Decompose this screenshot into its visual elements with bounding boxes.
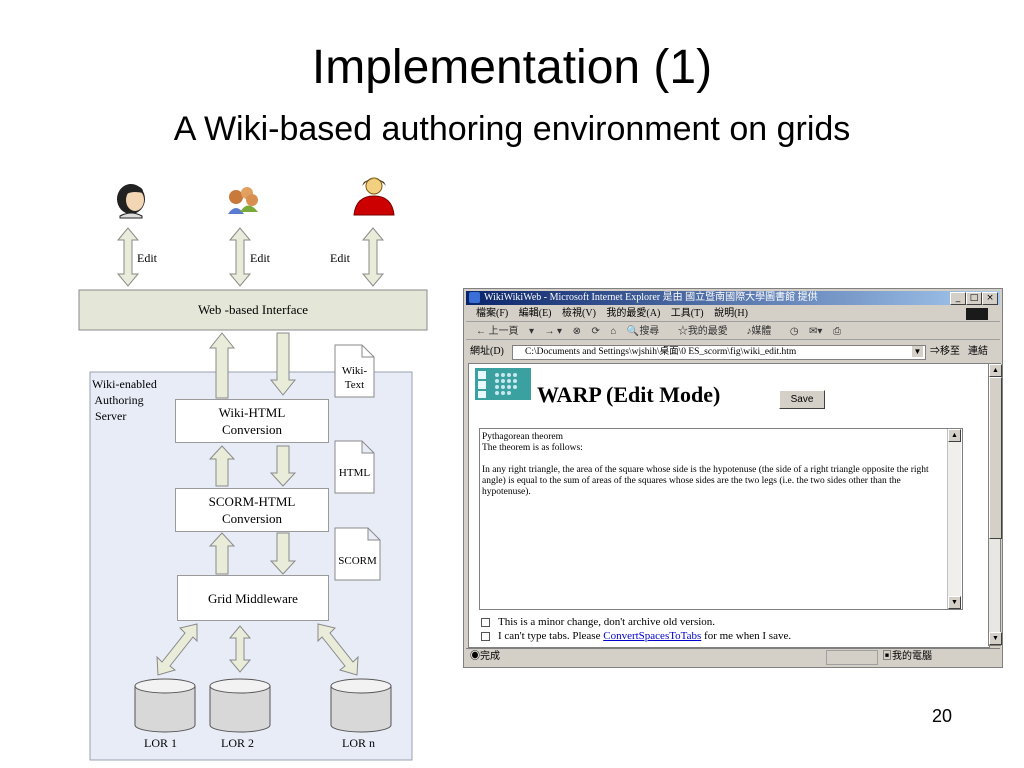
menu-favorites[interactable]: 我的最愛(A) xyxy=(606,308,661,319)
doc-wiki-text-shape xyxy=(334,344,375,398)
address-label: 網址(D) xyxy=(470,346,504,357)
status-bar: ◉完成 ▣我的電腦 xyxy=(466,648,1000,665)
edit-arrow-1 xyxy=(116,227,140,287)
page-heading: WARP (Edit Mode) xyxy=(537,382,721,407)
edit-label-3: Edit xyxy=(330,251,350,265)
lor-n-label: LOR n xyxy=(342,736,375,750)
scroll-down-icon[interactable]: ▼ xyxy=(989,632,1002,645)
edit-arrow-2 xyxy=(228,227,252,287)
menu-help[interactable]: 說明(H) xyxy=(714,308,748,319)
textarea-scroll-up-icon[interactable]: ▲ xyxy=(948,429,961,442)
doc-scorm-shape xyxy=(334,527,381,581)
user-man-red-icon xyxy=(353,177,395,216)
go-button[interactable]: ⇒移至 xyxy=(930,346,960,357)
arrow-up-3 xyxy=(208,532,236,575)
print-icon[interactable]: ⎙ xyxy=(832,326,841,337)
arrow-lor-2 xyxy=(228,625,252,673)
slide-subtitle: A Wiki-based authoring environment on gr… xyxy=(173,110,851,148)
back-button[interactable]: ← 上一頁 ▾ xyxy=(476,326,535,337)
close-button[interactable]: × xyxy=(982,292,998,305)
user-woman-icon xyxy=(117,184,145,219)
doc-wiki-text-label: Wiki-Text xyxy=(341,365,368,391)
web-interface-label: Web -based Interface xyxy=(197,302,309,317)
edit-arrow-3 xyxy=(361,227,385,287)
arrow-down-2 xyxy=(269,445,297,487)
windows-logo-icon xyxy=(966,308,988,320)
media-button[interactable]: ♪媒體 xyxy=(746,326,772,337)
edit-textarea[interactable]: Pythagorean theorem The theorem is as fo… xyxy=(479,428,963,610)
arrow-up-1 xyxy=(208,332,236,399)
checkbox-icon[interactable] xyxy=(481,631,490,641)
page-content: WARP (Edit Mode) Save Pythagorean theore… xyxy=(468,363,990,648)
address-input[interactable]: C:\Documents and Settings\wjshih\桌面\0 ES… xyxy=(512,345,926,360)
warp-logo-icon xyxy=(475,368,531,400)
lor-1-label: LOR 1 xyxy=(144,736,177,750)
arrow-down-1 xyxy=(269,332,297,396)
web-interface-box xyxy=(78,289,428,331)
address-dropdown-icon[interactable]: ▼ xyxy=(912,346,923,357)
scroll-up-icon[interactable]: ▲ xyxy=(989,364,1002,377)
window-title: WikiWikiWeb - Microsoft Internet Explore… xyxy=(484,292,818,303)
home-icon[interactable]: ⌂ xyxy=(610,326,617,337)
edit-label-1: Edit xyxy=(137,251,157,265)
zone-label: ▣我的電腦 xyxy=(882,651,932,662)
architecture-diagram xyxy=(78,177,428,761)
forward-button[interactable]: → ▾ xyxy=(544,326,563,337)
arrow-down-3 xyxy=(269,532,297,575)
status-text: ◉完成 xyxy=(470,651,500,662)
search-button[interactable]: 🔍搜尋 xyxy=(626,326,660,337)
doc-html-label: HTML xyxy=(338,467,371,479)
toolbar: ← 上一頁 ▾ → ▾ ⊗ ⟳ ⌂ 🔍搜尋 ☆我的最愛 ♪媒體 ◷ ✉▾ ⎙ xyxy=(466,325,1000,340)
browser-titlebar: WikiWikiWeb - Microsoft Internet Explore… xyxy=(466,291,1000,305)
lor-n-cylinder xyxy=(330,678,392,733)
menu-file[interactable]: 檔案(F) xyxy=(476,308,509,319)
links-label[interactable]: 連結 xyxy=(968,346,988,357)
menu-tools[interactable]: 工具(T) xyxy=(670,308,704,319)
refresh-icon[interactable]: ⟳ xyxy=(591,326,600,337)
scroll-thumb[interactable] xyxy=(989,377,1002,539)
minimize-button[interactable]: _ xyxy=(950,292,966,305)
menu-bar: 檔案(F) 編輯(E) 檢視(V) 我的最愛(A) 工具(T) 說明(H) xyxy=(466,307,1000,322)
history-icon[interactable]: ◷ xyxy=(789,326,799,337)
slide-title: Implementation (1) xyxy=(311,41,713,94)
stop-icon[interactable]: ⊗ xyxy=(572,326,581,337)
menu-view[interactable]: 檢視(V) xyxy=(562,308,596,319)
page-number: 20 xyxy=(932,706,953,726)
save-button[interactable]: Save xyxy=(779,390,825,409)
arrow-up-2 xyxy=(208,445,236,487)
textarea-scroll-down-icon[interactable]: ▼ xyxy=(948,596,961,609)
edit-label-2: Edit xyxy=(250,251,270,265)
doc-html-shape xyxy=(334,440,375,494)
status-pane xyxy=(826,650,878,665)
maximize-button[interactable]: □ xyxy=(966,292,982,305)
doc-scorm-label: SCORM xyxy=(338,555,377,567)
server-label: Wiki-enabled Authoring Server xyxy=(92,377,157,423)
menu-edit[interactable]: 編輯(E) xyxy=(518,308,552,319)
checkbox-icon[interactable] xyxy=(481,617,490,627)
convert-tabs-checkbox[interactable]: I can't type tabs. Please ConvertSpacesT… xyxy=(481,630,791,643)
lor-2-label: LOR 2 xyxy=(221,736,254,750)
arrow-lor-1 xyxy=(156,623,198,676)
lor-1-cylinder xyxy=(134,678,196,733)
browser-window: WikiWikiWeb - Microsoft Internet Explore… xyxy=(463,288,1003,668)
lor-2-cylinder xyxy=(209,678,271,733)
user-group-icon xyxy=(228,187,258,214)
address-bar: 網址(D) C:\Documents and Settings\wjshih\桌… xyxy=(466,345,1000,360)
mail-icon[interactable]: ✉▾ xyxy=(809,326,823,337)
page-scrollbar[interactable]: ▲ ▼ xyxy=(988,363,1002,646)
textarea-scrollbar[interactable]: ▲ ▼ xyxy=(947,429,961,609)
ie-icon xyxy=(469,292,480,303)
grid-middleware-box: Grid Middleware xyxy=(177,575,329,621)
convert-spaces-link[interactable]: ConvertSpacesToTabs xyxy=(603,630,702,642)
arrow-lor-n xyxy=(317,623,359,676)
favorites-button[interactable]: ☆我的最愛 xyxy=(677,326,728,337)
minor-change-checkbox[interactable]: This is a minor change, don't archive ol… xyxy=(481,616,715,629)
